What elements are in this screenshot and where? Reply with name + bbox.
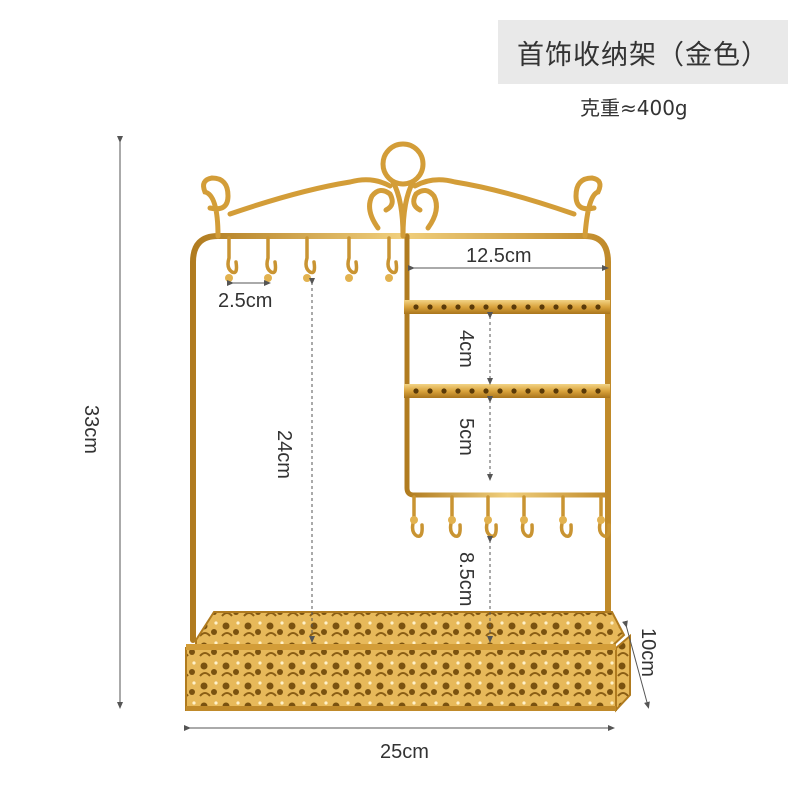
scroll-crest — [201, 141, 603, 239]
dimension-labels: 33cm 25cm 10cm 12.5cm 2.5cm 24cm 4cm 5cm… — [80, 245, 659, 763]
label-total-height: 33cm — [80, 405, 102, 454]
label-bar-spacing-2: 5cm — [455, 418, 477, 456]
top-hooks — [226, 236, 399, 275]
label-upper-width: 12.5cm — [466, 245, 532, 267]
title-banner: 首饰收纳架（金色） — [498, 20, 788, 84]
label-hook-spacing: 2.5cm — [218, 290, 272, 312]
jewelry-tray — [185, 611, 631, 713]
dimension-lines — [117, 136, 650, 731]
label-bar-spacing-1: 4cm — [455, 330, 477, 368]
earring-bar-lower — [404, 384, 610, 398]
product-weight: 克重≈400g — [580, 96, 688, 120]
label-lower-hook-to-tray: 8.5cm — [455, 552, 477, 606]
label-width: 25cm — [380, 741, 429, 763]
earring-bar-upper — [404, 300, 610, 314]
lower-hooks — [410, 495, 611, 538]
product-title: 首饰收纳架（金色） — [517, 39, 769, 71]
label-depth: 10cm — [637, 628, 659, 677]
label-hook-to-tray: 24cm — [273, 430, 295, 479]
